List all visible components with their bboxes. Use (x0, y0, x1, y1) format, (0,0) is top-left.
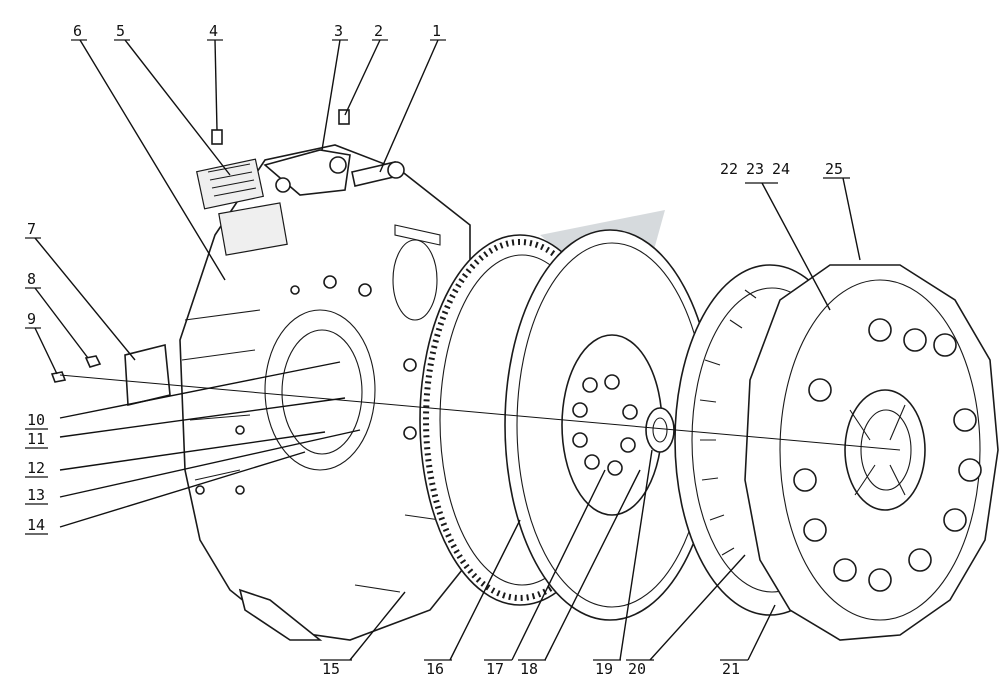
inspection-cover (124, 343, 171, 406)
leader-3 (321, 39, 341, 151)
label-12: 12 (27, 459, 45, 477)
bolt-2 (338, 109, 350, 125)
leader-10 (59, 361, 341, 419)
leader-9 (34, 327, 58, 375)
leader-8 (34, 287, 89, 359)
label-1: 1 (432, 22, 441, 40)
leader-4 (214, 39, 218, 131)
label-15: 15 (322, 660, 340, 678)
leader-7 (34, 237, 136, 361)
leader-13 (59, 429, 361, 498)
leader-17 (511, 469, 606, 661)
label-13: 13 (27, 486, 45, 504)
leader-22-24 (761, 182, 831, 311)
leader-14 (59, 451, 306, 528)
label-20: 20 (628, 660, 646, 678)
label-25: 25 (825, 160, 843, 178)
label-7: 7 (27, 220, 36, 238)
assembly-axis (59, 374, 901, 451)
leader-20 (649, 554, 746, 661)
label-18: 18 (520, 660, 538, 678)
leader-19 (619, 449, 653, 661)
label-24: 24 (772, 160, 790, 178)
leader-25 (842, 177, 861, 261)
leader-15 (349, 591, 406, 661)
flywheel-housing (179, 144, 471, 641)
leader-16 (449, 519, 521, 661)
label-19: 19 (595, 660, 613, 678)
leader-12 (59, 431, 326, 471)
leader-2 (344, 39, 381, 116)
label-5: 5 (116, 22, 125, 40)
label-11: 11 (27, 430, 45, 448)
label-23: 23 (746, 160, 764, 178)
bolt-8 (84, 355, 102, 368)
pressure-plate (744, 264, 999, 641)
label-9: 9 (27, 310, 36, 328)
leader-11 (59, 397, 346, 438)
pilot-bearing (645, 407, 675, 453)
leader-6 (79, 39, 226, 281)
label-6: 6 (73, 22, 82, 40)
label-4: 4 (209, 22, 218, 40)
flywheel (504, 229, 716, 621)
leader-lines (34, 39, 861, 661)
bolt-9 (50, 371, 67, 383)
label-21: 21 (722, 660, 740, 678)
bolt-1 (351, 161, 405, 187)
label-2: 2 (374, 22, 383, 40)
leader-21 (747, 604, 776, 661)
label-8: 8 (27, 270, 36, 288)
label-16: 16 (426, 660, 444, 678)
label-3: 3 (334, 22, 343, 40)
label-10: 10 (27, 411, 45, 429)
bolt-4 (211, 129, 223, 145)
leader-18 (544, 469, 641, 661)
label-14: 14 (27, 516, 45, 534)
label-22: 22 (720, 160, 738, 178)
leader-5 (124, 39, 231, 176)
label-17: 17 (486, 660, 504, 678)
callout-labels: 1 2 3 4 5 6 7 8 9 10 11 12 13 14 15 16 1… (25, 22, 850, 678)
leader-1 (379, 39, 439, 173)
